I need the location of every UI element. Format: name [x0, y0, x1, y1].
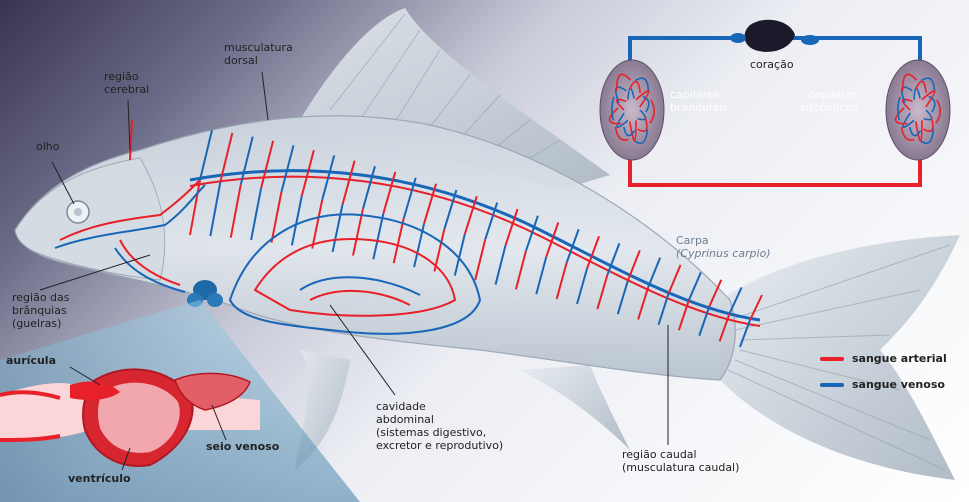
leader-lines: [39, 71, 669, 471]
label-ventriculo: ventrículo: [68, 472, 131, 485]
heart-enlarged: [0, 368, 260, 467]
label-regiao-caudal: região caudal(musculatura caudal): [622, 448, 740, 474]
anal-fin: [520, 365, 630, 450]
label-auricula: aurícula: [6, 354, 56, 367]
label-species: Carpa(Cyprinus carpio): [676, 234, 771, 260]
label-olho: olho: [36, 140, 60, 153]
label-seio-venoso: seio venoso: [206, 440, 280, 453]
inset-circulation: [599, 19, 951, 187]
abdominal-vessels: [228, 213, 482, 335]
label-coracao: coração: [750, 58, 794, 71]
dorsal-fin: [300, 8, 610, 190]
legend-swatch-venoso: [820, 382, 844, 387]
legend-venoso: sangue venoso: [820, 378, 945, 391]
legend-swatch-arterial: [820, 356, 844, 361]
rib-lines: [189, 129, 763, 348]
fish-head: [14, 157, 166, 281]
legend-arterial: sangue arterial: [820, 352, 947, 365]
head-vessels: [54, 119, 206, 293]
